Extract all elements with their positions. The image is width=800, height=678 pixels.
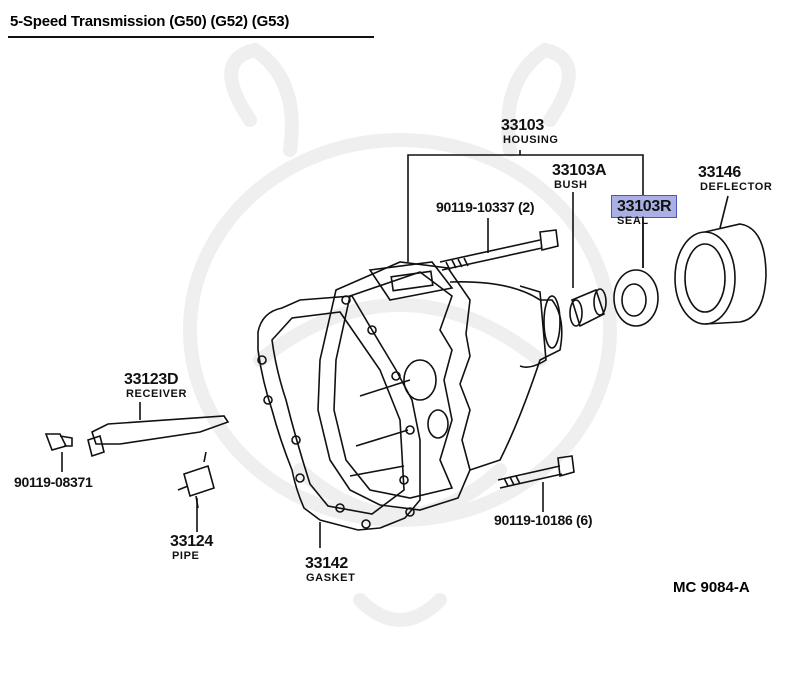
bolt-top-number[interactable]: 90119-10337 (2)	[436, 199, 535, 215]
pipe-drawing	[177, 451, 215, 509]
receiver-name: RECEIVER	[126, 388, 188, 400]
page-title: 5-Speed Transmission (G50) (G52) (G53)	[10, 13, 290, 30]
pipe-number[interactable]: 33124	[170, 533, 213, 550]
bolt-top-drawing	[439, 229, 559, 271]
bolt-bottom-part-number: 90119-10186	[494, 512, 573, 528]
seal-drawing	[613, 269, 659, 327]
plug-drawing	[44, 433, 73, 451]
pipe-name: PIPE	[172, 550, 200, 562]
gasket-number[interactable]: 33142	[305, 555, 348, 572]
gasket-name: GASKET	[306, 572, 356, 584]
seal-number-highlighted[interactable]: 33103R	[611, 195, 678, 218]
bolt-bottom-qty: (6)	[576, 512, 593, 528]
deflector-drawing	[674, 223, 767, 325]
bush-number[interactable]: 33103A	[552, 162, 607, 179]
plug-number[interactable]: 90119-08371	[14, 474, 93, 490]
bolt-bottom-number[interactable]: 90119-10186 (6)	[494, 512, 593, 528]
housing-name: HOUSING	[503, 134, 559, 146]
deflector-number[interactable]: 33146	[698, 164, 741, 181]
bush-name: BUSH	[554, 179, 588, 191]
bolt-top-qty: (2)	[518, 199, 535, 215]
deflector-name: DEFLECTOR	[700, 181, 773, 193]
bolt-top-part-number: 90119-10337	[436, 199, 515, 215]
seal-name: SEAL	[617, 215, 649, 227]
receiver-drawing	[87, 415, 230, 458]
title-underline	[8, 36, 374, 38]
gasket-drawing	[257, 295, 421, 531]
diagram-reference-code: MC 9084-A	[673, 579, 750, 596]
bush-drawing	[569, 288, 607, 328]
receiver-number[interactable]: 33123D	[124, 371, 179, 388]
deflector-leader-line	[719, 195, 729, 229]
housing-number[interactable]: 33103	[501, 117, 544, 134]
bolt-bottom-drawing	[497, 455, 575, 489]
transmission-housing-drawing	[257, 261, 563, 529]
